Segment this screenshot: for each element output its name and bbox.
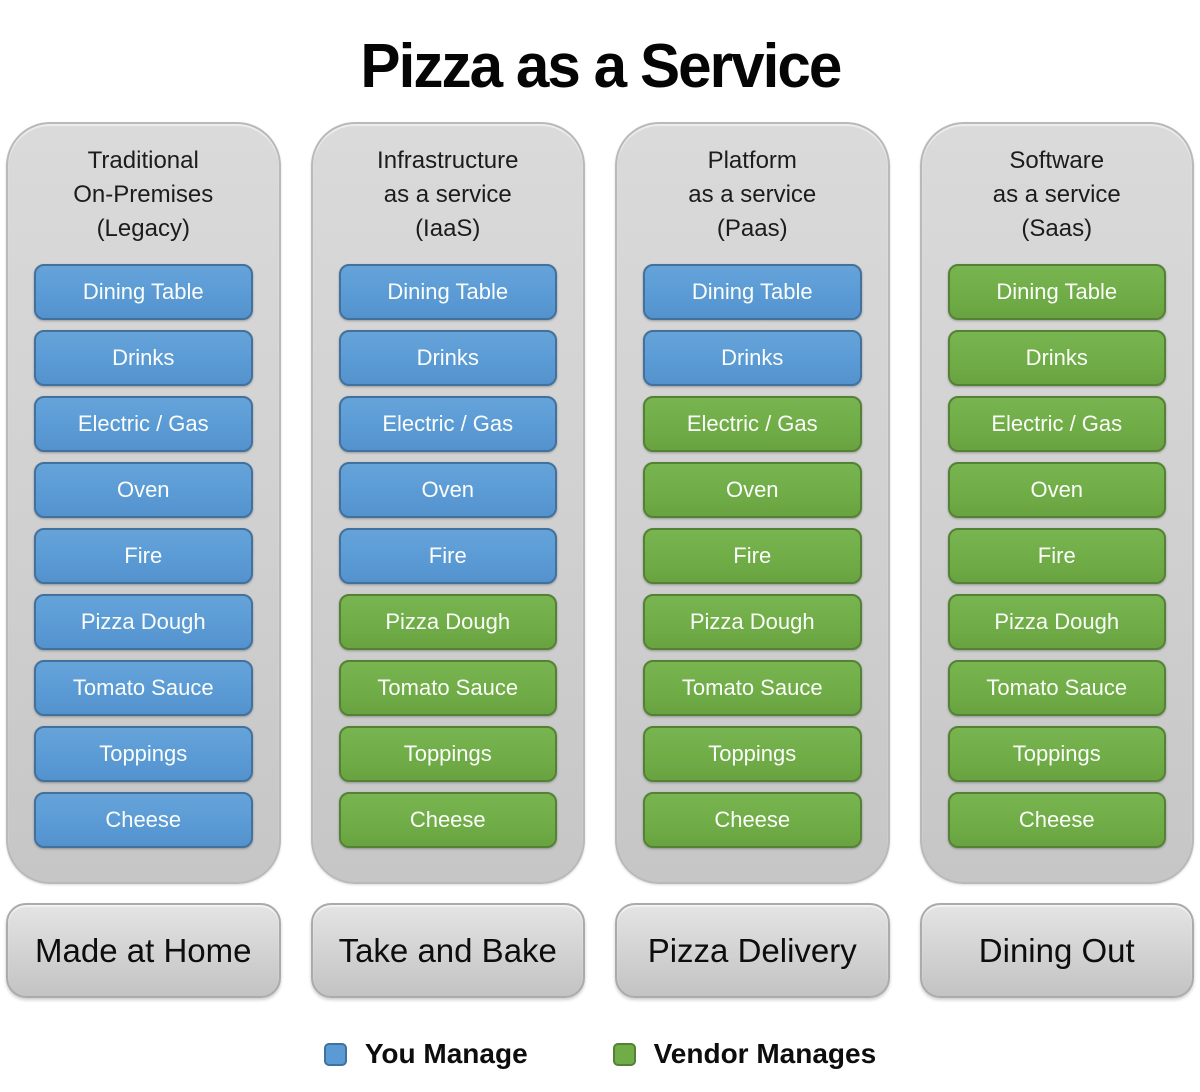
item-drinks: Drinks — [643, 330, 862, 386]
item-toppings: Toppings — [947, 726, 1166, 782]
footer-take-and-bake: Take and Bake — [310, 903, 585, 998]
column-legacy-panel: Traditional On-Premises (Legacy) Dining … — [6, 122, 281, 884]
item-tomato-sauce: Tomato Sauce — [338, 660, 557, 716]
you-manage-swatch — [323, 1042, 347, 1066]
item-pizza-dough: Pizza Dough — [643, 594, 862, 650]
item-electric-gas: Electric / Gas — [34, 396, 253, 452]
item-fire: Fire — [947, 528, 1166, 584]
column-header: Traditional On-Premises (Legacy) — [34, 144, 253, 246]
vendor-manages-swatch — [612, 1042, 636, 1066]
column-header: Platform as a service (Paas) — [643, 144, 862, 246]
item-dining-table: Dining Table — [338, 264, 557, 320]
item-oven: Oven — [947, 462, 1166, 518]
column-header-line: as a service — [992, 181, 1121, 208]
footer-dining-out: Dining Out — [919, 903, 1194, 998]
item-cheese: Cheese — [643, 792, 862, 848]
column-header: Software as a service (Saas) — [948, 144, 1167, 246]
column-paas: Platform as a service (Paas) Dining Tabl… — [615, 122, 890, 998]
column-header-line: On-Premises — [73, 181, 214, 208]
column-saas: Software as a service (Saas) Dining Tabl… — [919, 122, 1194, 998]
item-dining-table: Dining Table — [947, 264, 1166, 320]
legend-you-manage: You Manage — [323, 1038, 528, 1070]
legend: You Manage Vendor Manages — [0, 1038, 1200, 1070]
column-iaas-panel: Infrastructure as a service (IaaS) Dinin… — [310, 122, 585, 884]
item-electric-gas: Electric / Gas — [643, 396, 862, 452]
page-title: Pizza as a Service — [360, 31, 842, 101]
column-paas-panel: Platform as a service (Paas) Dining Tabl… — [615, 122, 890, 884]
item-drinks: Drinks — [34, 330, 253, 386]
item-list: Dining Table Drinks Electric / Gas Oven … — [34, 264, 253, 848]
column-legacy: Traditional On-Premises (Legacy) Dining … — [6, 122, 281, 998]
column-iaas: Infrastructure as a service (IaaS) Dinin… — [310, 122, 585, 998]
item-tomato-sauce: Tomato Sauce — [947, 660, 1166, 716]
item-dining-table: Dining Table — [34, 264, 253, 320]
item-cheese: Cheese — [34, 792, 253, 848]
item-tomato-sauce: Tomato Sauce — [34, 660, 253, 716]
column-header-line: Platform — [707, 147, 797, 174]
item-electric-gas: Electric / Gas — [338, 396, 557, 452]
item-toppings: Toppings — [338, 726, 557, 782]
legend-label: Vendor Manages — [653, 1038, 877, 1069]
item-list: Dining Table Drinks Electric / Gas Oven … — [947, 264, 1166, 848]
column-header-line: (IaaS) — [415, 215, 481, 242]
item-fire: Fire — [643, 528, 862, 584]
column-header: Infrastructure as a service (IaaS) — [339, 144, 558, 246]
item-pizza-dough: Pizza Dough — [947, 594, 1166, 650]
item-pizza-dough: Pizza Dough — [34, 594, 253, 650]
column-header-line: as a service — [383, 181, 512, 208]
legend-label: You Manage — [364, 1038, 528, 1069]
legend-vendor-manages: Vendor Manages — [612, 1038, 877, 1070]
column-header-line: (Paas) — [716, 215, 788, 242]
column-header-line: Traditional — [87, 147, 199, 174]
item-drinks: Drinks — [338, 330, 557, 386]
column-saas-panel: Software as a service (Saas) Dining Tabl… — [919, 122, 1194, 884]
item-dining-table: Dining Table — [643, 264, 862, 320]
item-drinks: Drinks — [947, 330, 1166, 386]
item-fire: Fire — [338, 528, 557, 584]
columns-row: Traditional On-Premises (Legacy) Dining … — [0, 122, 1200, 998]
footer-made-at-home: Made at Home — [6, 903, 281, 998]
item-tomato-sauce: Tomato Sauce — [643, 660, 862, 716]
column-header-line: Software — [1009, 147, 1105, 174]
title-row: Pizza as a Service — [0, 0, 1200, 122]
item-cheese: Cheese — [338, 792, 557, 848]
item-list: Dining Table Drinks Electric / Gas Oven … — [338, 264, 557, 848]
item-electric-gas: Electric / Gas — [947, 396, 1166, 452]
column-header-line: Infrastructure — [377, 147, 519, 174]
item-list: Dining Table Drinks Electric / Gas Oven … — [643, 264, 862, 848]
item-cheese: Cheese — [947, 792, 1166, 848]
item-toppings: Toppings — [643, 726, 862, 782]
footer-pizza-delivery: Pizza Delivery — [615, 903, 890, 998]
item-toppings: Toppings — [34, 726, 253, 782]
item-fire: Fire — [34, 528, 253, 584]
item-pizza-dough: Pizza Dough — [338, 594, 557, 650]
column-header-line: (Saas) — [1021, 215, 1093, 242]
column-header-line: (Legacy) — [96, 215, 190, 242]
item-oven: Oven — [643, 462, 862, 518]
column-header-line: as a service — [688, 181, 817, 208]
item-oven: Oven — [34, 462, 253, 518]
item-oven: Oven — [338, 462, 557, 518]
